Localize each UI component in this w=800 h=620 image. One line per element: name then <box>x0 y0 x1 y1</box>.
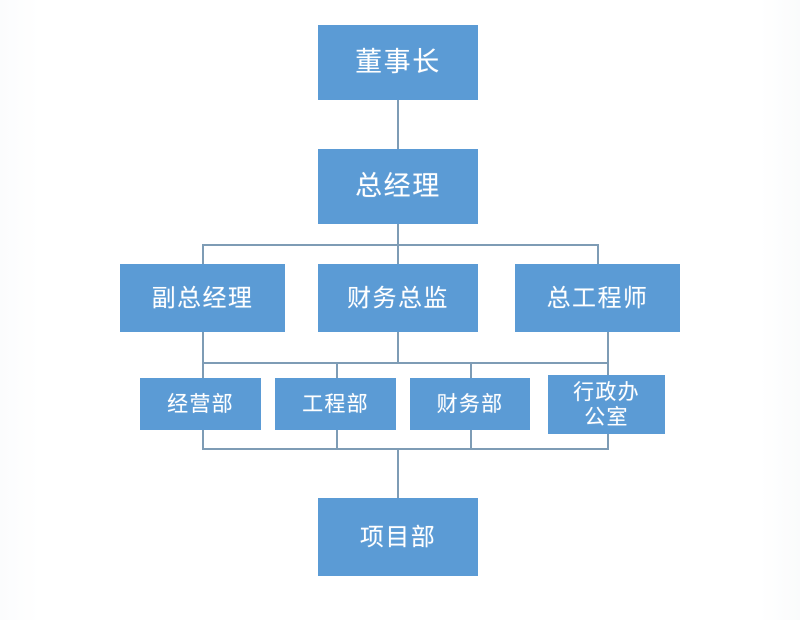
connector-level3-bus <box>202 244 598 246</box>
org-node-deputy-general-manager[interactable]: 副总经理 <box>120 264 285 332</box>
org-node-finance-director-label: 财务总监 <box>347 283 449 312</box>
org-node-chairman[interactable]: 董事长 <box>318 25 478 100</box>
connector-stem-engineering-dept <box>336 430 338 450</box>
org-node-chief-engineer[interactable]: 总工程师 <box>515 264 680 332</box>
org-node-operations-dept-label: 经营部 <box>167 391 234 416</box>
connector-stem-admin-office <box>607 434 609 450</box>
org-node-project-dept[interactable]: 项目部 <box>318 498 478 576</box>
connector-level5-bus <box>202 448 608 450</box>
connector-drop-deputy-general-manager <box>202 244 204 264</box>
org-node-admin-office[interactable]: 行政办 公室 <box>548 375 665 434</box>
connector-stem-operations-dept <box>202 430 204 450</box>
org-node-operations-dept[interactable]: 经营部 <box>140 378 261 430</box>
connector-stem-deputy-general-manager <box>202 332 204 364</box>
connector-level4-bus <box>202 362 608 364</box>
connector-chairman-to-general-manager <box>397 100 399 149</box>
connector-drop-finance-dept <box>470 362 472 379</box>
org-node-engineering-dept-label: 工程部 <box>302 391 369 416</box>
org-node-general-manager[interactable]: 总经理 <box>318 149 478 224</box>
org-node-chairman-label: 董事长 <box>355 46 441 78</box>
connector-stem-finance-dept <box>470 430 472 450</box>
org-node-general-manager-label: 总经理 <box>355 170 441 202</box>
org-node-engineering-dept[interactable]: 工程部 <box>275 378 396 430</box>
connector-drop-engineering-dept <box>336 362 338 379</box>
org-node-deputy-general-manager-label: 副总经理 <box>151 283 254 312</box>
org-node-project-dept-label: 项目部 <box>359 522 437 551</box>
connector-drop-operations-dept <box>202 362 204 379</box>
org-node-chief-engineer-label: 总工程师 <box>546 283 649 312</box>
connector-stem-chief-engineer <box>607 332 609 364</box>
org-node-finance-dept[interactable]: 财务部 <box>410 378 530 430</box>
org-node-finance-dept-label: 财务部 <box>436 391 504 416</box>
org-node-admin-office-label: 行政办 公室 <box>573 379 640 429</box>
connector-drop-admin-office <box>607 362 609 376</box>
connector-stem-finance-director <box>397 332 399 364</box>
connector-drop-chief-engineer <box>597 244 599 264</box>
connector-drop-project-dept <box>397 448 399 498</box>
org-node-finance-director[interactable]: 财务总监 <box>318 264 478 332</box>
